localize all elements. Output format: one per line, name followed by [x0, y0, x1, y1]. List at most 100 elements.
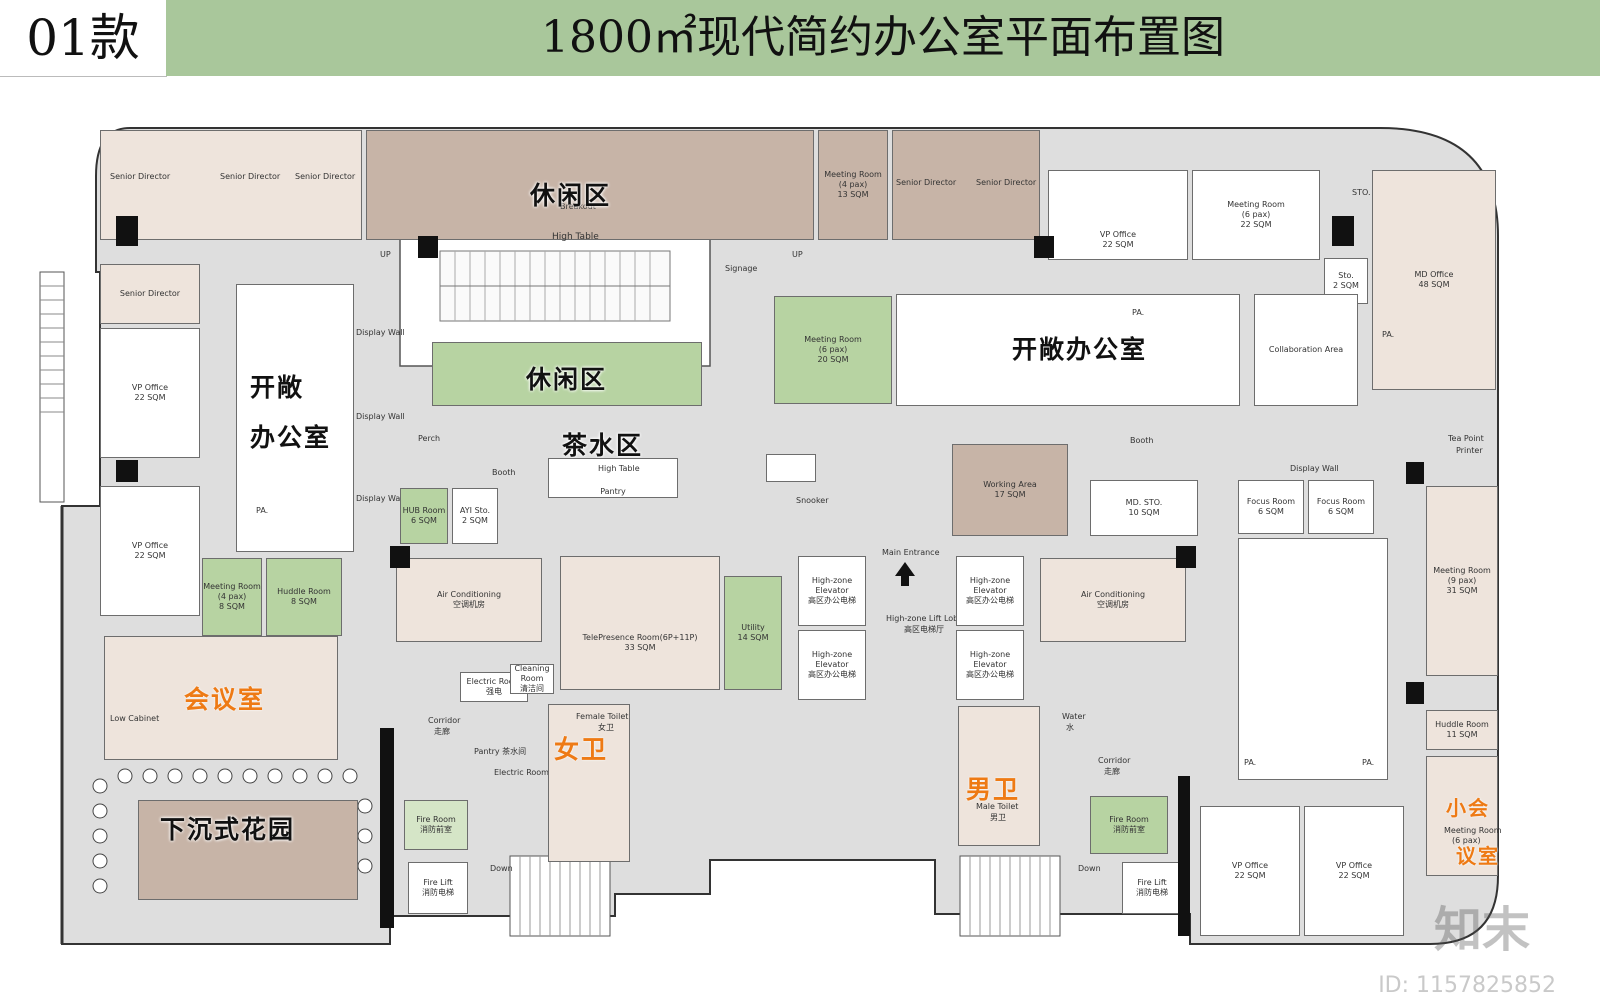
- female-toilet-en: Female Toilet: [576, 712, 629, 721]
- signage-label: Signage: [725, 264, 758, 273]
- collaboration-area: Collaboration Area: [1254, 294, 1358, 406]
- vp-office-left-2-title: VP Office: [131, 541, 169, 550]
- lift-lobby-label: High-zone Lift Lobby: [886, 614, 969, 623]
- meeting-6-title: Meeting Room: [1227, 200, 1285, 209]
- meeting-6c-pax: (6 pax): [1452, 836, 1481, 845]
- open-office-left: [236, 284, 354, 552]
- cleaning-cn: 清洁间: [520, 684, 544, 693]
- water-en: Water: [1062, 712, 1086, 721]
- down-label-left: Down: [490, 864, 513, 873]
- working-area-title: Working Area: [983, 480, 1037, 489]
- elevator-l1-en: High-zone Elevator: [811, 576, 853, 595]
- vp-office-left-2-sqm: 22 SQM: [134, 551, 166, 560]
- meeting-hall: [104, 636, 338, 760]
- focus-room-2: Focus Room 6 SQM: [1308, 480, 1374, 534]
- zone-tea-area: 茶水区: [562, 431, 644, 460]
- core-wall: [1178, 776, 1190, 936]
- corridor-left-cn: 走廊: [434, 727, 450, 736]
- fire-lift-right-cn: 消防电梯: [1136, 888, 1168, 897]
- fire-room-right-en: Fire Room: [1109, 815, 1149, 824]
- cleaning-en: Cleaning Room: [514, 664, 550, 683]
- fire-lift-right: Fire Lift 消防电梯: [1122, 862, 1182, 914]
- vp-office-left-1-sqm: 22 SQM: [134, 393, 166, 402]
- ayi-storage: AYI Sto. 2 SQM: [452, 488, 498, 544]
- md-sto-title: MD. STO.: [1125, 498, 1163, 507]
- meeting-6b-pax: (6 pax): [818, 345, 848, 354]
- floor-plan: Senior Director Senior Director Senior D…: [0, 76, 1600, 1004]
- md-storage: MD. STO. 10 SQM: [1090, 480, 1198, 536]
- elevator-left-1: High-zone Elevator 高区办公电梯: [798, 556, 866, 626]
- electric-left-cn: 强电: [486, 687, 502, 696]
- male-toilet-cn: 男卫: [990, 813, 1006, 822]
- sto2-title: Sto.: [1338, 271, 1354, 280]
- display-wall-left-2: Display Wall: [356, 412, 405, 421]
- ayi-sqm: 2 SQM: [462, 516, 488, 525]
- snooker-table: [766, 454, 816, 482]
- meeting-4b-sqm: 8 SQM: [219, 602, 245, 611]
- elevator-r2-en: High-zone Elevator: [969, 650, 1011, 669]
- meeting-4-sqm: 13 SQM: [837, 190, 869, 199]
- meeting-4-title: Meeting Room: [824, 170, 882, 179]
- senior-director-office-left: Senior Director: [100, 264, 200, 324]
- vp-office-bottom-2-sqm: 22 SQM: [1338, 871, 1370, 880]
- meeting-6c-title: Meeting Room: [1444, 826, 1502, 835]
- telepresence-title: TelePresence Room(6P+11P): [582, 633, 698, 642]
- fire-lift-left-cn: 消防电梯: [422, 888, 454, 897]
- vp-office-bottom-2-title: VP Office: [1335, 861, 1373, 870]
- elevator-l2-en: High-zone Elevator: [811, 650, 853, 669]
- entrance-arrow-icon: [895, 562, 915, 586]
- down-label-right: Down: [1078, 864, 1101, 873]
- electric-left-en: Electric Room: [466, 677, 522, 686]
- snooker-label: Snooker: [796, 496, 829, 505]
- corridor-left-en: Corridor: [428, 716, 461, 725]
- meeting-6b-title: Meeting Room: [804, 335, 862, 344]
- huddle-left-sqm: 8 SQM: [291, 597, 317, 606]
- booth-label-right: Booth: [1130, 436, 1154, 445]
- focus-room-2-title: Focus Room: [1316, 497, 1366, 506]
- pantry-counter: Pantry: [548, 458, 678, 498]
- left-stairs: [39, 271, 65, 503]
- elevator-r2-cn: 高区办公电梯: [966, 670, 1014, 679]
- telepresence-room: TelePresence Room(6P+11P) 33 SQM: [560, 556, 720, 690]
- air-conditioning-right: Air Conditioning 空调机房: [1040, 558, 1186, 642]
- senior-director-label-3: Senior Director: [295, 172, 356, 181]
- md-sto-sqm: 10 SQM: [1128, 508, 1160, 517]
- vp-office-bottom-1: VP Office 22 SQM: [1200, 806, 1300, 936]
- up-label-left: UP: [380, 250, 391, 259]
- zone-meeting-hall: 会议室: [184, 685, 266, 714]
- elevator-r1-cn: 高区办公电梯: [966, 596, 1014, 605]
- column: [1034, 236, 1054, 258]
- meeting-4b-pax: (4 pax): [217, 592, 247, 601]
- breakout-label: Breakout: [560, 202, 596, 211]
- meeting-room-9pax: Meeting Room (9 pax) 31 SQM: [1426, 486, 1498, 676]
- meeting-6-pax: (6 pax): [1241, 210, 1271, 219]
- zone-open-office-left-2: 办公室: [250, 423, 332, 452]
- meeting-room-4pax-left: Meeting Room (4 pax) 8 SQM: [202, 558, 262, 636]
- cleaning-room: Cleaning Room 清洁间: [510, 664, 554, 694]
- aircon-left-cn: 空调机房: [453, 600, 485, 609]
- low-cabinet-label: Low Cabinet: [110, 714, 160, 723]
- corridor-right-cn: 走廊: [1104, 767, 1120, 776]
- elevator-right-1: High-zone Elevator 高区办公电梯: [956, 556, 1024, 626]
- working-area-sqm: 17 SQM: [994, 490, 1026, 499]
- column: [1332, 216, 1354, 246]
- elevator-left-2: High-zone Elevator 高区办公电梯: [798, 630, 866, 700]
- senior-director-label-2: Senior Director: [220, 172, 281, 181]
- breakout-area: [366, 130, 814, 240]
- display-wall-left-3: Display Wall: [356, 494, 405, 503]
- tea-point-label: Tea Point: [1448, 434, 1484, 443]
- meeting-6-sqm: 22 SQM: [1240, 220, 1272, 229]
- column: [116, 460, 138, 482]
- pa-label-left: PA.: [256, 506, 269, 515]
- senior-director-suite-right: [892, 130, 1040, 240]
- electric-room-2-label: Electric Room: [494, 768, 549, 777]
- utility-room: Utility 14 SQM: [724, 576, 782, 690]
- meeting-room-6pax-mid: Meeting Room (6 pax) 20 SQM: [774, 296, 892, 404]
- vp-office-top-title: VP Office: [1099, 230, 1137, 239]
- vp-office-bottom-2: VP Office 22 SQM: [1304, 806, 1404, 936]
- air-conditioning-left: Air Conditioning 空调机房: [396, 558, 542, 642]
- garden-plants: [92, 768, 373, 894]
- aircon-right-cn: 空调机房: [1097, 600, 1129, 609]
- fire-lift-left: Fire Lift 消防电梯: [408, 862, 468, 914]
- meeting-room-4pax-top: Meeting Room (4 pax) 13 SQM: [818, 130, 888, 240]
